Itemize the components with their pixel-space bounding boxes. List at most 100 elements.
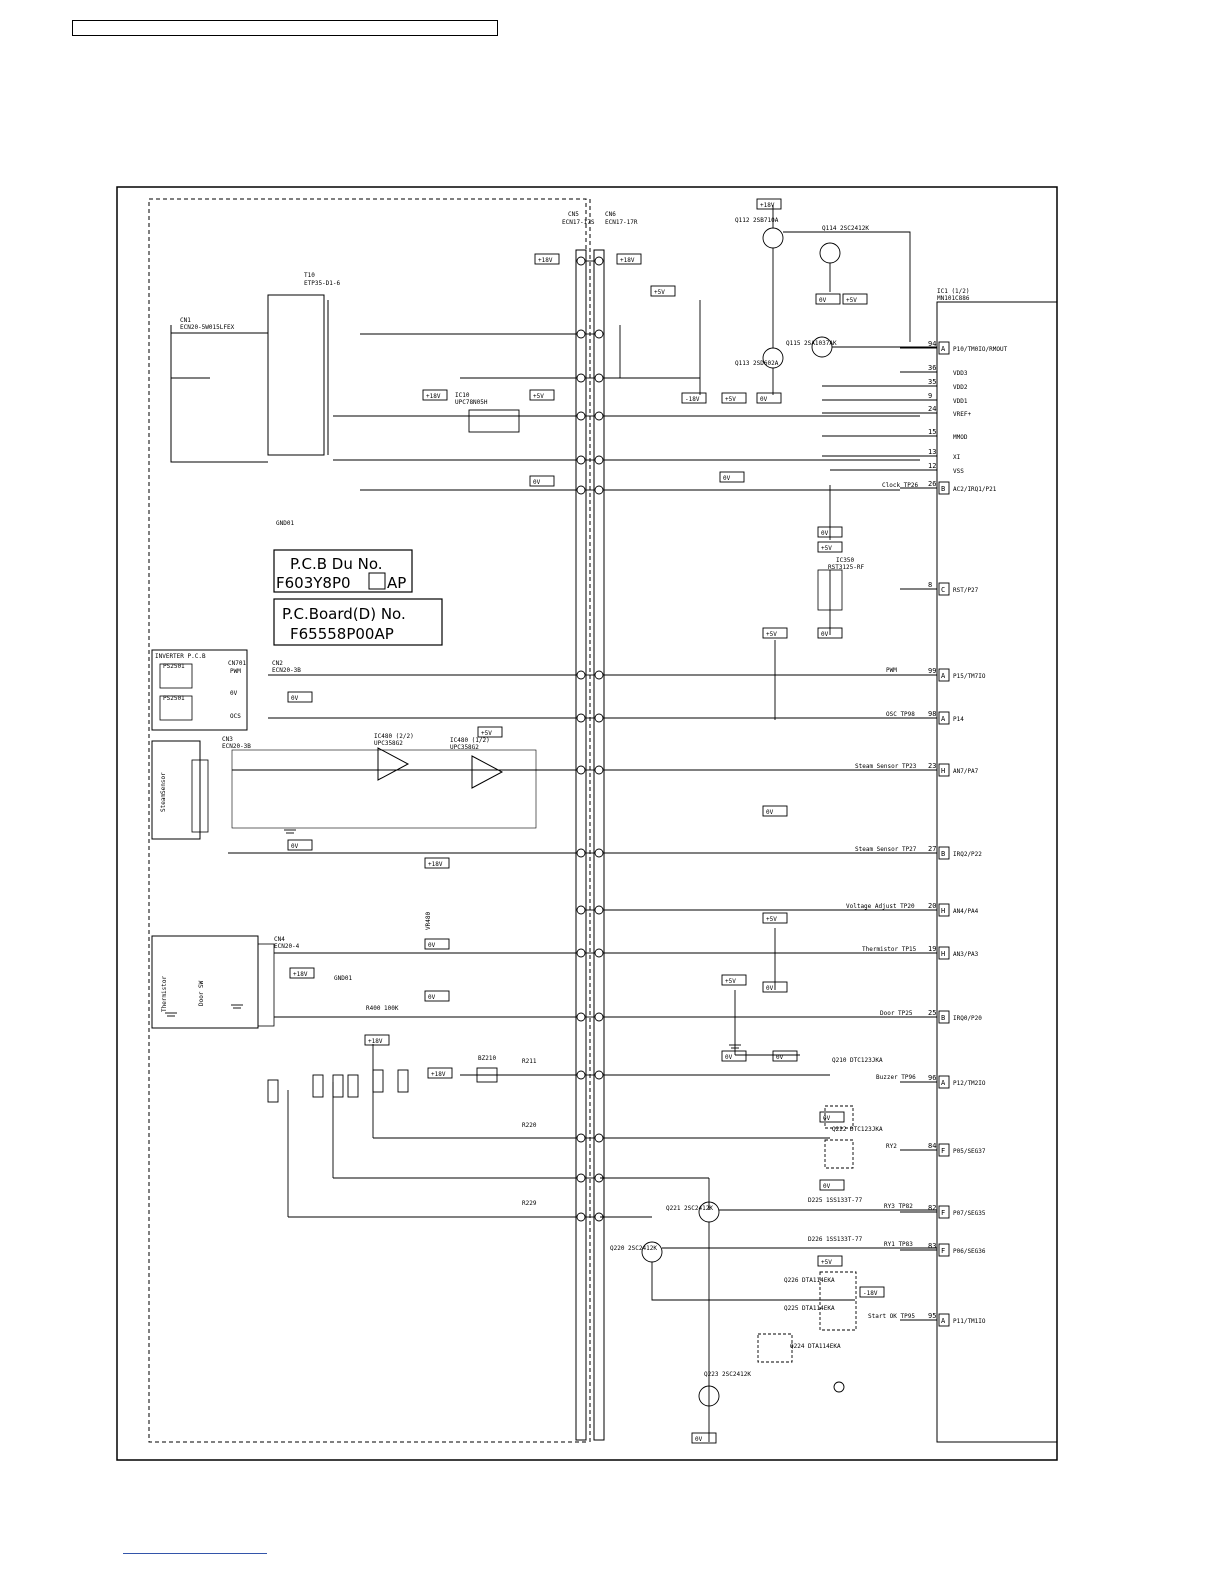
r400-label: R400 100K: [366, 1005, 399, 1012]
q113-label: Q113 2SD602A: [735, 360, 779, 367]
ic1-name: IC1 (1/2): [937, 288, 970, 295]
ic1-pin-tag: H: [941, 907, 945, 915]
ic1-pin-tag: A: [941, 345, 946, 353]
supply-rail-vm18: -18V: [859, 1286, 885, 1298]
supply-rail-v0: 0V: [772, 1050, 798, 1062]
ic480a-label: IC480 (2/2): [374, 733, 414, 740]
supply-rail-v18: +18V: [756, 198, 782, 210]
ic1-pin-name: VDD2: [953, 384, 968, 391]
svg-text:0V: 0V: [819, 297, 827, 304]
ic1-pin-number: 19: [928, 945, 936, 953]
ic350-part: RST3125-RF: [828, 564, 865, 571]
ic480a-part: UPC358G2: [374, 740, 403, 747]
cn4-part: ECN20-4: [274, 943, 300, 950]
supply-rail-v5: +5V: [762, 627, 788, 639]
supply-rail-v0: 0V: [762, 805, 788, 817]
ic1-pin-number: 98: [928, 710, 936, 718]
svg-text:0V: 0V: [723, 475, 731, 482]
ic1-pin-number: 24: [928, 405, 936, 413]
ic1-pin-name: AN4/PA4: [953, 908, 979, 915]
ic1-pin-name: IRQ2/P22: [953, 851, 982, 858]
svg-text:+18V: +18V: [426, 393, 441, 400]
ic1-pin-number: 23: [928, 762, 936, 770]
transformer-label: T10: [304, 272, 315, 279]
ic1-pin-name: XI: [953, 454, 961, 461]
supply-rail-v18: +18V: [427, 1067, 453, 1079]
supply-rail-v18: +18V: [424, 857, 450, 869]
signal-buzzer: Buzzer TP96: [876, 1074, 916, 1081]
ic1-part: MN101C886: [937, 295, 970, 302]
cn1-name: CN1: [180, 317, 191, 324]
pcb-du-line2: F603Y8P0: [276, 574, 351, 592]
ic1-pin-tag: F: [941, 1247, 945, 1255]
q222-label: Q222 DTC123JKA: [832, 1126, 883, 1133]
ic10-part: UPC78N05H: [455, 399, 488, 406]
svg-text:0V: 0V: [291, 695, 299, 702]
supply-rail-v18: +18V: [422, 389, 448, 401]
ic1-pin-tag: F: [941, 1209, 945, 1217]
d226-label: D226 1SS133T-77: [808, 1236, 863, 1243]
ic1-pin-tag: B: [941, 485, 945, 493]
ic480b-label: IC480 (1/2): [450, 737, 490, 744]
supply-rail-v0: 0V: [424, 938, 450, 950]
ic1-pin-name: P11/TM1IO: [953, 1318, 986, 1325]
ic1-pin-number: 36: [928, 364, 936, 372]
ic1-pin-number: 83: [928, 1242, 936, 1250]
pcb-du-line1: P.C.B Du No.: [290, 555, 383, 573]
cn3-name: CN3: [222, 736, 233, 743]
q223-label: Q223 2SC2412K: [704, 1371, 751, 1378]
ic1-pin-name: P12/TM2IO: [953, 1080, 986, 1087]
supply-rail-v5: +5V: [842, 293, 868, 305]
inverter-pcb-label: INVERTER P.C.B: [155, 653, 206, 660]
svg-text:+18V: +18V: [293, 971, 308, 978]
supply-rail-v0: 0V: [815, 293, 841, 305]
svg-text:0V: 0V: [766, 809, 774, 816]
ic1-pin-23: 23H AN7/PA7: [900, 762, 979, 777]
svg-text:+5V: +5V: [846, 297, 857, 304]
ps2501-b-label: PS2501: [163, 695, 185, 702]
inverter-pcb-box: [151, 649, 248, 731]
ic1-pin-name: IRQ0/P20: [953, 1015, 982, 1022]
ic350-label: IC350: [836, 557, 854, 564]
supply-rail-v5: +5V: [650, 285, 676, 297]
signal-ry2: RY2: [886, 1143, 897, 1150]
signal-osc: OSC TP98: [886, 711, 915, 718]
supply-rail-v5: +5V: [529, 389, 555, 401]
svg-text:+5V: +5V: [766, 916, 777, 923]
q224-label: Q224 DTA114EKA: [790, 1343, 841, 1350]
svg-text:+5V: +5V: [821, 1259, 832, 1266]
pcb-du-box: [273, 549, 413, 593]
ic1-pin-name: AN7/PA7: [953, 768, 979, 775]
svg-text:0V: 0V: [776, 1054, 784, 1061]
supply-rail-v5: +5V: [721, 392, 747, 404]
ic1-pin-number: 12: [928, 462, 936, 470]
ic1-pin-number: 27: [928, 845, 936, 853]
q210-label: Q210 DTC123JKA: [832, 1057, 883, 1064]
cn4-name: CN4: [274, 936, 285, 943]
cn5-name: CN5: [568, 211, 579, 218]
svg-text:+5V: +5V: [481, 730, 492, 737]
ic1-pin-name: RST/P27: [953, 587, 979, 594]
ic1-pin-tag: A: [941, 1317, 946, 1325]
supply-rail-v0: 0V: [762, 981, 788, 993]
thermistor-label: Thermistor: [161, 975, 168, 1012]
pcb-du-line3: AP: [387, 574, 406, 592]
svg-text:+18V: +18V: [538, 257, 553, 264]
svg-text:0V: 0V: [428, 994, 436, 1001]
supply-rail-v0: 0V: [819, 1111, 845, 1123]
signal-clock: Clock TP26: [882, 482, 919, 489]
cn6-name: CN6: [605, 211, 616, 218]
cn6-connector-bar: [593, 249, 605, 1441]
ic1-pin-tag: H: [941, 767, 945, 775]
ic1-pin-tag: B: [941, 850, 945, 858]
